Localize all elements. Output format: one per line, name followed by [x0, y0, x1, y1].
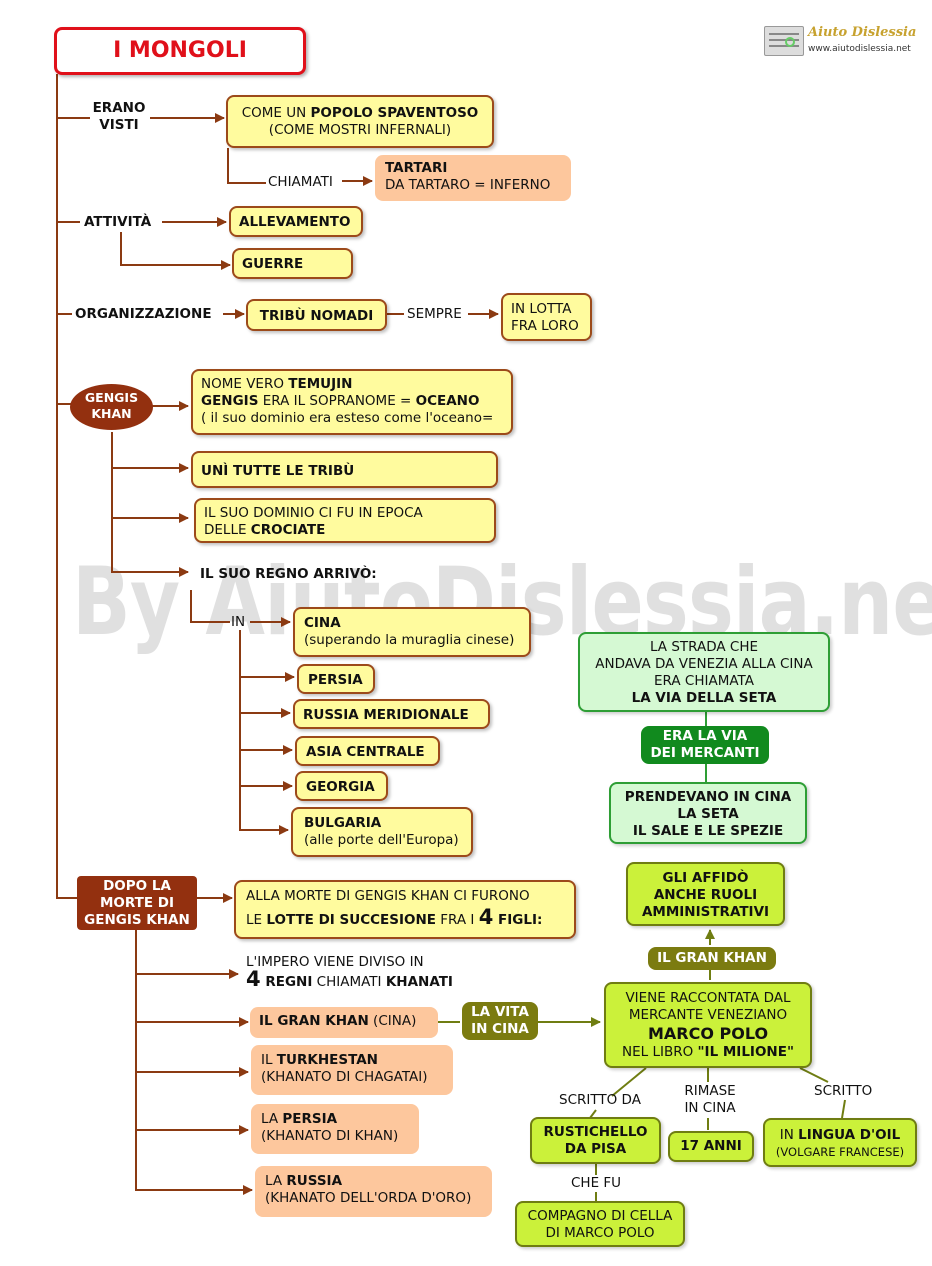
box-persia-khanato: LA PERSIA (KHANATO DI KHAN): [251, 1104, 419, 1154]
label-organizzazione: ORGANIZZAZIONE: [75, 306, 212, 322]
label-il-gran-khan: IL GRAN KHAN: [648, 947, 776, 970]
box-crociate: IL SUO DOMINIO CI FU IN EPOCA DELLE CROC…: [194, 498, 496, 543]
page-title: I MONGOLI: [54, 27, 306, 75]
label-sempre: SEMPRE: [407, 306, 462, 322]
box-17-anni: 17 ANNI: [668, 1131, 754, 1162]
box-uni-tribu: UNÌ TUTTE LE TRIBÙ: [191, 451, 498, 488]
label-in: IN: [231, 614, 246, 630]
logo: Aiuto Dislessia www.aiutodislessia.net: [764, 24, 916, 60]
label-regno: IL SUO REGNO ARRIVÒ:: [200, 566, 377, 582]
box-asia-centrale: ASIA CENTRALE: [295, 736, 440, 766]
label-scritto-da: SCRITTO DA: [559, 1092, 641, 1108]
box-tribu-nomadi: TRIBÙ NOMADI: [246, 299, 387, 331]
label-scritto: SCRITTO: [814, 1083, 873, 1099]
box-russia-khanato: LA RUSSIA (KHANATO DELL'ORDA D'ORO): [255, 1166, 492, 1217]
box-marco-polo: VIENE RACCONTATA DAL MERCANTE VENEZIANO …: [604, 982, 812, 1068]
label-che-fu: CHE FU: [571, 1175, 622, 1191]
box-cina: CINA (superando la muraglia cinese): [293, 607, 531, 657]
box-tartari: TARTARI DA TARTARO = INFERNO: [375, 155, 571, 201]
label-attivita: ATTIVITÀ: [84, 214, 152, 230]
box-guerre: GUERRE: [232, 248, 353, 279]
logo-name: Aiuto Dislessia: [808, 25, 917, 40]
box-lingua-doil: IN LINGUA D'OIL (VOLGARE FRANCESE): [763, 1118, 917, 1167]
label-chiamati: CHIAMATI: [268, 174, 333, 190]
text-impero-diviso: L'IMPERO VIENE DIVISO IN 4 REGNI CHIAMAT…: [246, 954, 453, 991]
box-georgia: GEORGIA: [295, 771, 388, 801]
box-nome-vero: NOME VERO TEMUJIN GENGIS ERA IL SOPRANOM…: [191, 369, 513, 435]
box-persia: PERSIA: [297, 664, 375, 694]
logo-url: www.aiutodislessia.net: [808, 44, 911, 54]
book-icon: [764, 26, 804, 56]
box-bulgaria: BULGARIA (alle porte dell'Europa): [291, 807, 473, 857]
box-russia-meridionale: RUSSIA MERIDIONALE: [293, 699, 490, 729]
box-popolo-spaventoso: COME UN POPOLO SPAVENTOSO (COME MOSTRI I…: [226, 95, 494, 148]
box-lotte-successione: ALLA MORTE DI GENGIS KHAN CI FURONO LE L…: [234, 880, 576, 939]
box-gran-khan-cina: IL GRAN KHAN (CINA): [250, 1007, 438, 1038]
box-allevamento: ALLEVAMENTO: [229, 206, 363, 237]
box-turkhestan: IL TURKHESTAN (KHANATO DI CHAGATAI): [251, 1045, 453, 1095]
